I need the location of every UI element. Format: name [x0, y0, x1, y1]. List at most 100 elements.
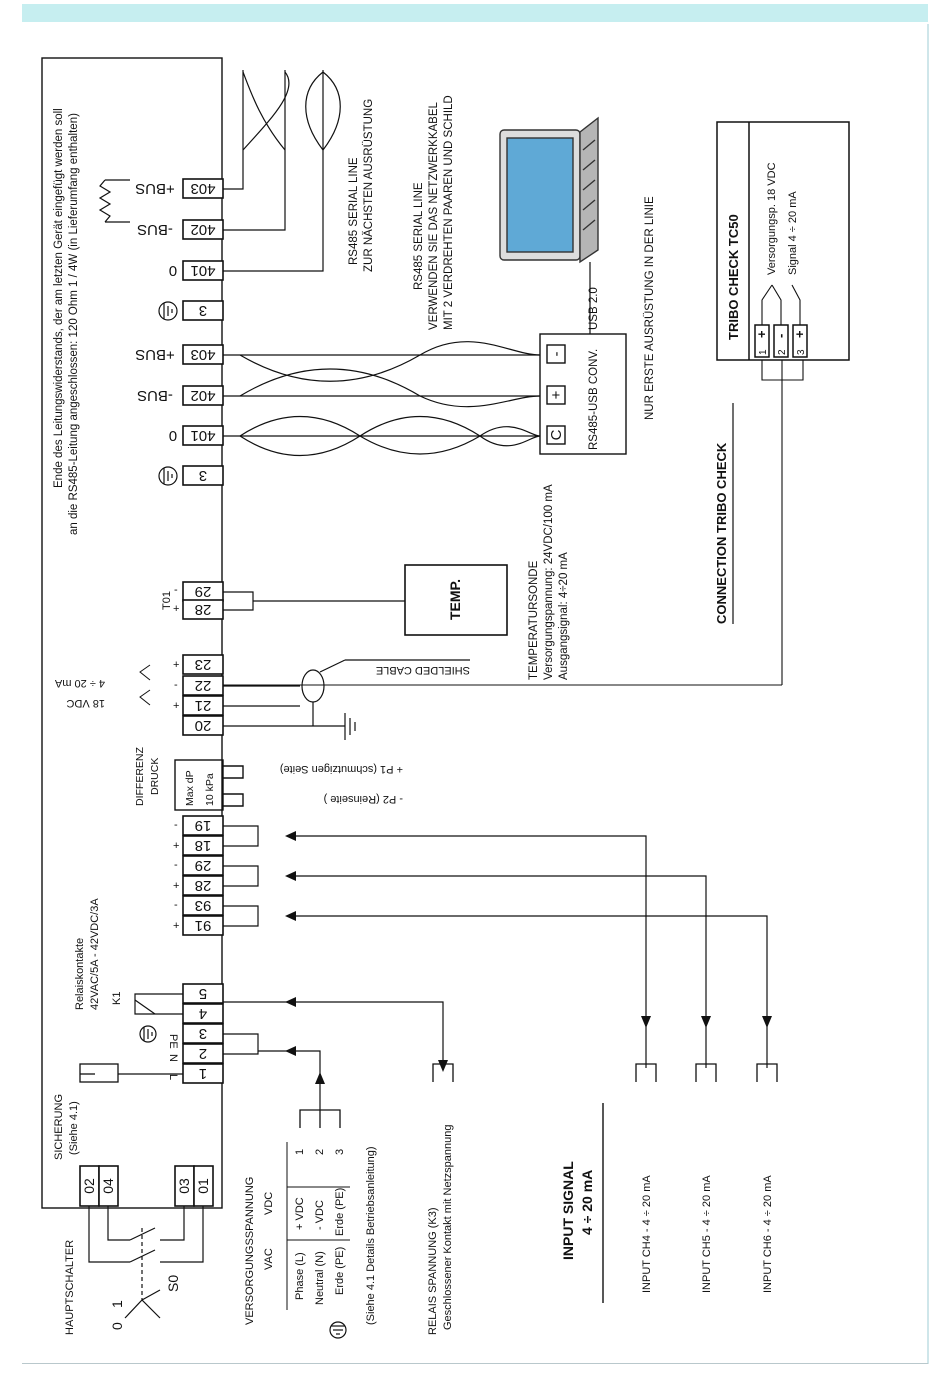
switch-1: 1 — [109, 1300, 125, 1308]
terminal-3a: 3 — [199, 302, 207, 319]
tribo-pin-1-sign: + — [754, 330, 769, 338]
terminal-29b: 29 — [195, 857, 212, 874]
zero-label-a: 0 — [169, 262, 177, 279]
row1-vac: Phase (L) — [294, 1252, 306, 1300]
terminal-3b: 3 — [199, 467, 207, 484]
right-frame-line — [927, 24, 929, 1364]
vac-header: VAC — [263, 1248, 275, 1270]
druck: DRUCK — [149, 758, 161, 795]
terminal-402b: 402 — [190, 387, 215, 404]
zero-label-b: 0 — [169, 427, 177, 444]
bus-minus-label-a: -BUS — [137, 221, 173, 238]
input-ch6: INPUT CH6 - 4 ÷ 20 mA — [762, 1175, 774, 1293]
k1-label: K1 — [111, 992, 123, 1005]
relay-contact — [134, 993, 183, 1015]
pressure-sensor — [174, 759, 244, 811]
tribo-pin-2: 2 — [777, 349, 788, 355]
terminal-22: 22 — [195, 677, 212, 694]
terminal-91: 91 — [195, 917, 212, 934]
rs485-serial-line-2: RS485 SERIAL LINE — [413, 182, 425, 290]
terminal-93: 93 — [195, 897, 212, 914]
terminal-01: 01 — [195, 1178, 211, 1194]
controller-housing — [41, 57, 223, 1209]
sicherung-label: SICHERUNG — [53, 1094, 65, 1160]
vdc-header: VDC — [263, 1192, 275, 1215]
tribo-pin-3: 3 — [796, 349, 807, 355]
terminal-401b: 401 — [190, 427, 215, 444]
temp-wires — [223, 564, 508, 636]
rs485-usb-converter — [539, 333, 627, 455]
lower-terminal-strip — [182, 815, 224, 1084]
terminal-28b: 28 — [195, 877, 212, 894]
upper-terminal-strip — [182, 178, 224, 486]
ground-icon — [158, 301, 178, 486]
row3-vac: Erde (PE) — [334, 1247, 346, 1295]
terminal-20: 20 — [195, 717, 212, 734]
bottom-rule — [22, 1363, 928, 1364]
kpa: 10 kPa — [204, 773, 216, 806]
input-channel-wires — [223, 825, 768, 1110]
tribo-title: TRIBO CHECK TC50 — [726, 214, 741, 340]
vdc-label: 18 VDC — [66, 697, 105, 709]
terminal-402a: 402 — [190, 221, 215, 238]
terminal-2: 2 — [199, 1045, 207, 1062]
input-ch4: INPUT CH4 - 4 ÷ 20 mA — [641, 1175, 653, 1293]
sign-28: + — [173, 880, 179, 892]
termination-resistor-icon — [98, 179, 130, 223]
pe-label: PE — [167, 1034, 179, 1049]
terminal-403a: 403 — [190, 180, 215, 197]
n-label: N — [167, 1054, 179, 1062]
switch-0: 0 — [109, 1322, 125, 1330]
terminal-02: 02 — [81, 1178, 97, 1194]
switch-terminal-strip — [79, 1165, 214, 1207]
connector-icons — [299, 1063, 778, 1128]
bus-plus-label-a: +BUS — [135, 180, 175, 197]
relais-label-2: Geschlossener Kontakt mit Netzspannung — [442, 1125, 454, 1330]
tribo-wires — [223, 284, 804, 686]
terminal-1: 1 — [199, 1065, 207, 1082]
ground-icon — [329, 1321, 347, 1339]
line-end-note-2: an die RS485-Leitung angeschlossen: 120 … — [68, 113, 80, 535]
l-label: L — [167, 1074, 179, 1080]
rs485-serial-line-1: RS485 SERIAL LINE — [348, 157, 360, 265]
sign-93: - — [174, 899, 178, 911]
conv-plus: + — [548, 390, 565, 399]
shielded-cable — [223, 659, 470, 740]
relais-label: RELAIS SPANNUNG (K3) — [427, 1207, 439, 1335]
supply-table — [286, 1142, 350, 1310]
relay-label-2: 42VAC/5A - 42VDC/3A — [89, 898, 101, 1010]
row3-vdc: Erde (PE) — [334, 1188, 346, 1236]
row2-vdc: - VDC — [314, 1200, 326, 1230]
ground-icon — [139, 1025, 157, 1043]
terminal-18: 18 — [195, 837, 212, 854]
bus-plus-label-b: +BUS — [135, 346, 175, 363]
laptop-icon — [499, 116, 599, 264]
fuse-icon — [79, 1063, 183, 1083]
network-cable-2: MIT 2 VERDREHTEN PAAREN UND SCHILD — [443, 95, 455, 330]
sign-29a: - — [174, 584, 178, 596]
temp-supply: Versorgungspannung: 24VDC/100 mA — [543, 484, 555, 680]
temp-signal: Ausgangsignal: 4÷20 mA — [558, 552, 570, 680]
sign-91: + — [173, 920, 179, 932]
arrowheads — [285, 831, 772, 1084]
terminal-23: 23 — [195, 656, 212, 673]
sign-22: - — [174, 679, 178, 691]
s0-label: S0 — [165, 1275, 181, 1292]
conv-minus: - — [548, 352, 565, 357]
shielded-cable-label: SHIELDED CABLE — [376, 664, 470, 676]
row2-vac: Neutral (N) — [314, 1251, 326, 1305]
input-signal-range: 4 ÷ 20 mA — [579, 1170, 595, 1235]
details-note: (Siehe 4.1 Details Betriebsanleitung) — [365, 1146, 377, 1325]
tribo-supply: Versorgungsp. 18 VDC — [766, 162, 778, 275]
differenz: DIFFERENZ — [134, 747, 146, 807]
hauptschalter-label: HAUPTSCHALTER — [64, 1240, 76, 1335]
tribo-pin-1: 1 — [758, 349, 769, 355]
bus-minus-label-b: -BUS — [137, 387, 173, 404]
ma-label: 4 ÷ 20 mA — [54, 677, 105, 689]
terminal-21: 21 — [195, 697, 212, 714]
temp-title: TEMPERATURSONDE — [528, 560, 540, 680]
tribo-signal: Signal 4 ÷ 20 mA — [787, 191, 799, 275]
siehe41-label: (Siehe 4.1) — [68, 1101, 80, 1155]
temp-box-label: TEMP. — [447, 579, 463, 620]
